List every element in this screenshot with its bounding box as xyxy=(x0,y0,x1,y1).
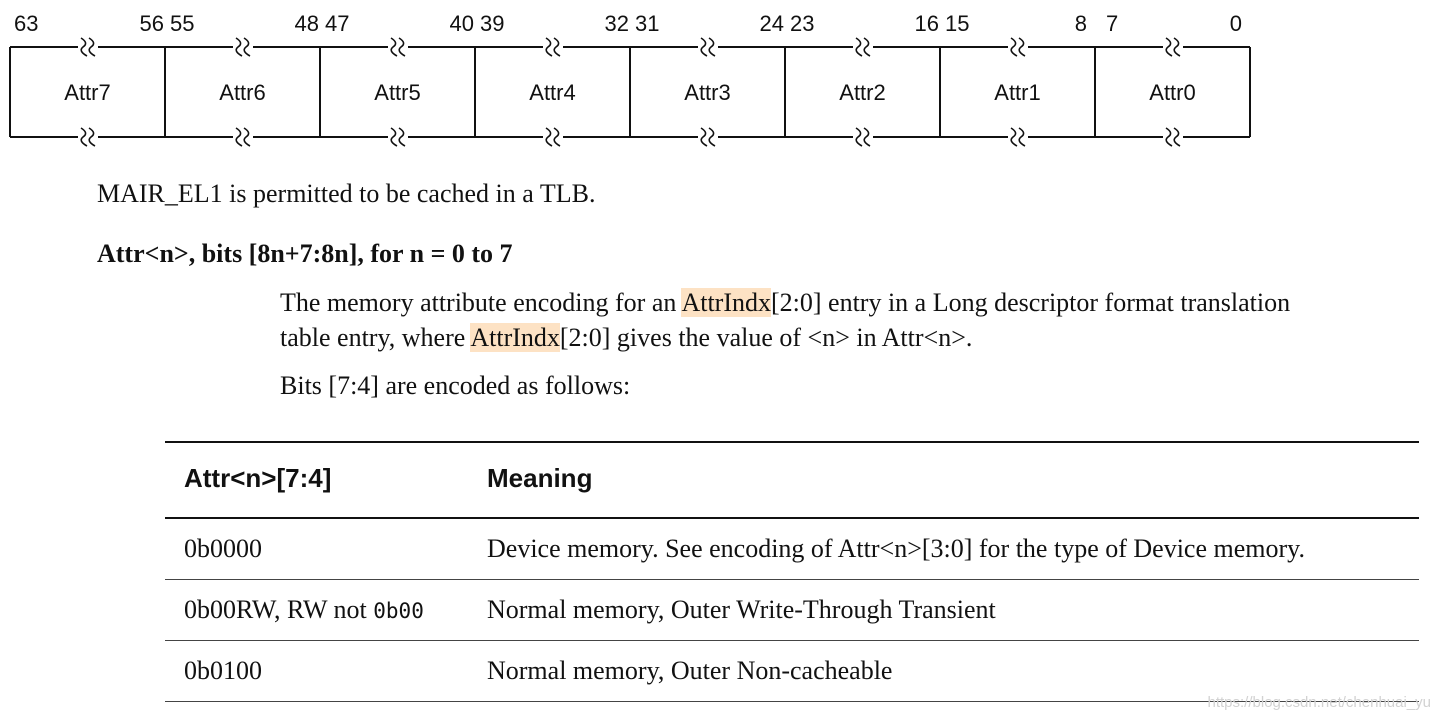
code-prefix: 0b00RW, RW not xyxy=(184,595,374,624)
register-outline xyxy=(9,37,1251,147)
bits-intro: Bits [7:4] are encoded as follows: xyxy=(280,371,631,400)
description-text: [2:0] entry in a Long descriptor format … xyxy=(770,288,1291,317)
table-cell-meaning: Normal memory, Outer Write-Through Trans… xyxy=(487,595,996,624)
break-symbol xyxy=(553,37,561,57)
table-row: 0b00RW, RW not 0b00 Normal memory, Outer… xyxy=(165,580,1419,641)
break-symbol xyxy=(398,127,406,147)
bit-number-55: 55 xyxy=(170,11,195,36)
field-attr4: Attr4 xyxy=(529,80,576,105)
attrindx-link[interactable]: AttrIndx xyxy=(681,288,771,317)
table-top-rule xyxy=(165,441,1419,443)
break-symbol xyxy=(863,37,871,57)
break-symbol xyxy=(80,37,88,57)
field-attr2: Attr2 xyxy=(839,80,886,105)
bit-number-48: 48 xyxy=(294,11,319,36)
bit-number-56: 56 xyxy=(139,11,164,36)
watermark: https://blog.csdn.net/chenhuai_yu xyxy=(1207,694,1432,711)
table-cell-code: 0b00RW, RW not 0b00 xyxy=(184,592,424,629)
table-header-row: Attr<n>[7:4] Meaning xyxy=(165,441,1419,519)
bit-number-31: 31 xyxy=(635,11,660,36)
break-symbol xyxy=(863,127,871,147)
bit-number-40: 40 xyxy=(449,11,474,36)
field-attr7: Attr7 xyxy=(64,80,111,105)
table-cell-meaning: Normal memory, Outer Non-cacheable xyxy=(487,656,893,685)
break-symbol xyxy=(1165,37,1173,57)
bit-number-15: 15 xyxy=(945,11,970,36)
break-symbol xyxy=(1165,127,1173,147)
field-attr3: Attr3 xyxy=(684,80,731,105)
table-cell-meaning: Device memory. See encoding of Attr<n>[3… xyxy=(487,534,1305,563)
break-symbol xyxy=(700,37,708,57)
break-symbol xyxy=(1018,37,1026,57)
break-symbol xyxy=(545,37,553,57)
break-symbol xyxy=(243,127,251,147)
break-symbol xyxy=(390,127,398,147)
break-symbol xyxy=(708,37,716,57)
table-cell-code: 0b0100 xyxy=(184,656,262,685)
bit-number-39: 39 xyxy=(480,11,505,36)
code-mono: 0b00 xyxy=(373,599,424,623)
tlb-cache-note: MAIR_EL1 is permitted to be cached in a … xyxy=(97,179,596,208)
bit-number-16: 16 xyxy=(914,11,939,36)
table-cell-code: 0b0000 xyxy=(184,534,262,563)
description-text: [2:0] gives the value of <n> in Attr<n>. xyxy=(559,323,973,352)
field-attr6: Attr6 xyxy=(219,80,266,105)
break-symbol xyxy=(855,127,863,147)
bit-number-63: 63 xyxy=(14,11,39,36)
field-heading: Attr<n>, bits [8n+7:8n], for n = 0 to 7 xyxy=(97,239,513,268)
break-symbol xyxy=(708,127,716,147)
bit-number-7: 7 xyxy=(1106,11,1119,36)
bit-number-8: 8 xyxy=(1074,11,1087,36)
bit-number-0: 0 xyxy=(1229,11,1242,36)
register-diagram: 63 56 55 48 47 40 39 32 31 24 23 16 15 8… xyxy=(0,0,1439,160)
break-symbol xyxy=(390,37,398,57)
break-symbol xyxy=(80,127,88,147)
column-header-meaning: Meaning xyxy=(487,463,593,493)
break-symbol xyxy=(545,127,553,147)
bit-number-32: 32 xyxy=(604,11,629,36)
field-attr5: Attr5 xyxy=(374,80,421,105)
break-symbol xyxy=(1010,127,1018,147)
break-symbol xyxy=(855,37,863,57)
break-symbol xyxy=(235,37,243,57)
bit-number-24: 24 xyxy=(759,11,784,36)
break-symbol xyxy=(1010,37,1018,57)
break-symbol xyxy=(1173,127,1181,147)
break-symbol xyxy=(1018,127,1026,147)
table-row: 0b0000 Device memory. See encoding of At… xyxy=(165,519,1419,580)
attrindx-link[interactable]: AttrIndx xyxy=(470,323,560,352)
break-symbol xyxy=(1173,37,1181,57)
description-line-1: The memory attribute encoding for an Att… xyxy=(280,285,1290,320)
break-symbol xyxy=(398,37,406,57)
field-attr1: Attr1 xyxy=(994,80,1041,105)
break-symbol xyxy=(235,127,243,147)
break-symbol xyxy=(700,127,708,147)
description-text: table entry, where xyxy=(280,323,471,352)
table-row: 0b0100 Normal memory, Outer Non-cacheabl… xyxy=(165,641,1419,702)
description-text: The memory attribute encoding for an xyxy=(280,288,682,317)
break-symbol xyxy=(88,37,96,57)
field-attr0: Attr0 xyxy=(1149,80,1196,105)
break-symbol xyxy=(553,127,561,147)
column-header-attr: Attr<n>[7:4] xyxy=(184,463,332,493)
bit-number-47: 47 xyxy=(325,11,350,36)
break-symbol xyxy=(88,127,96,147)
break-symbol xyxy=(243,37,251,57)
bit-number-23: 23 xyxy=(790,11,815,36)
description-line-2: table entry, where AttrIndx[2:0] gives t… xyxy=(280,320,972,355)
